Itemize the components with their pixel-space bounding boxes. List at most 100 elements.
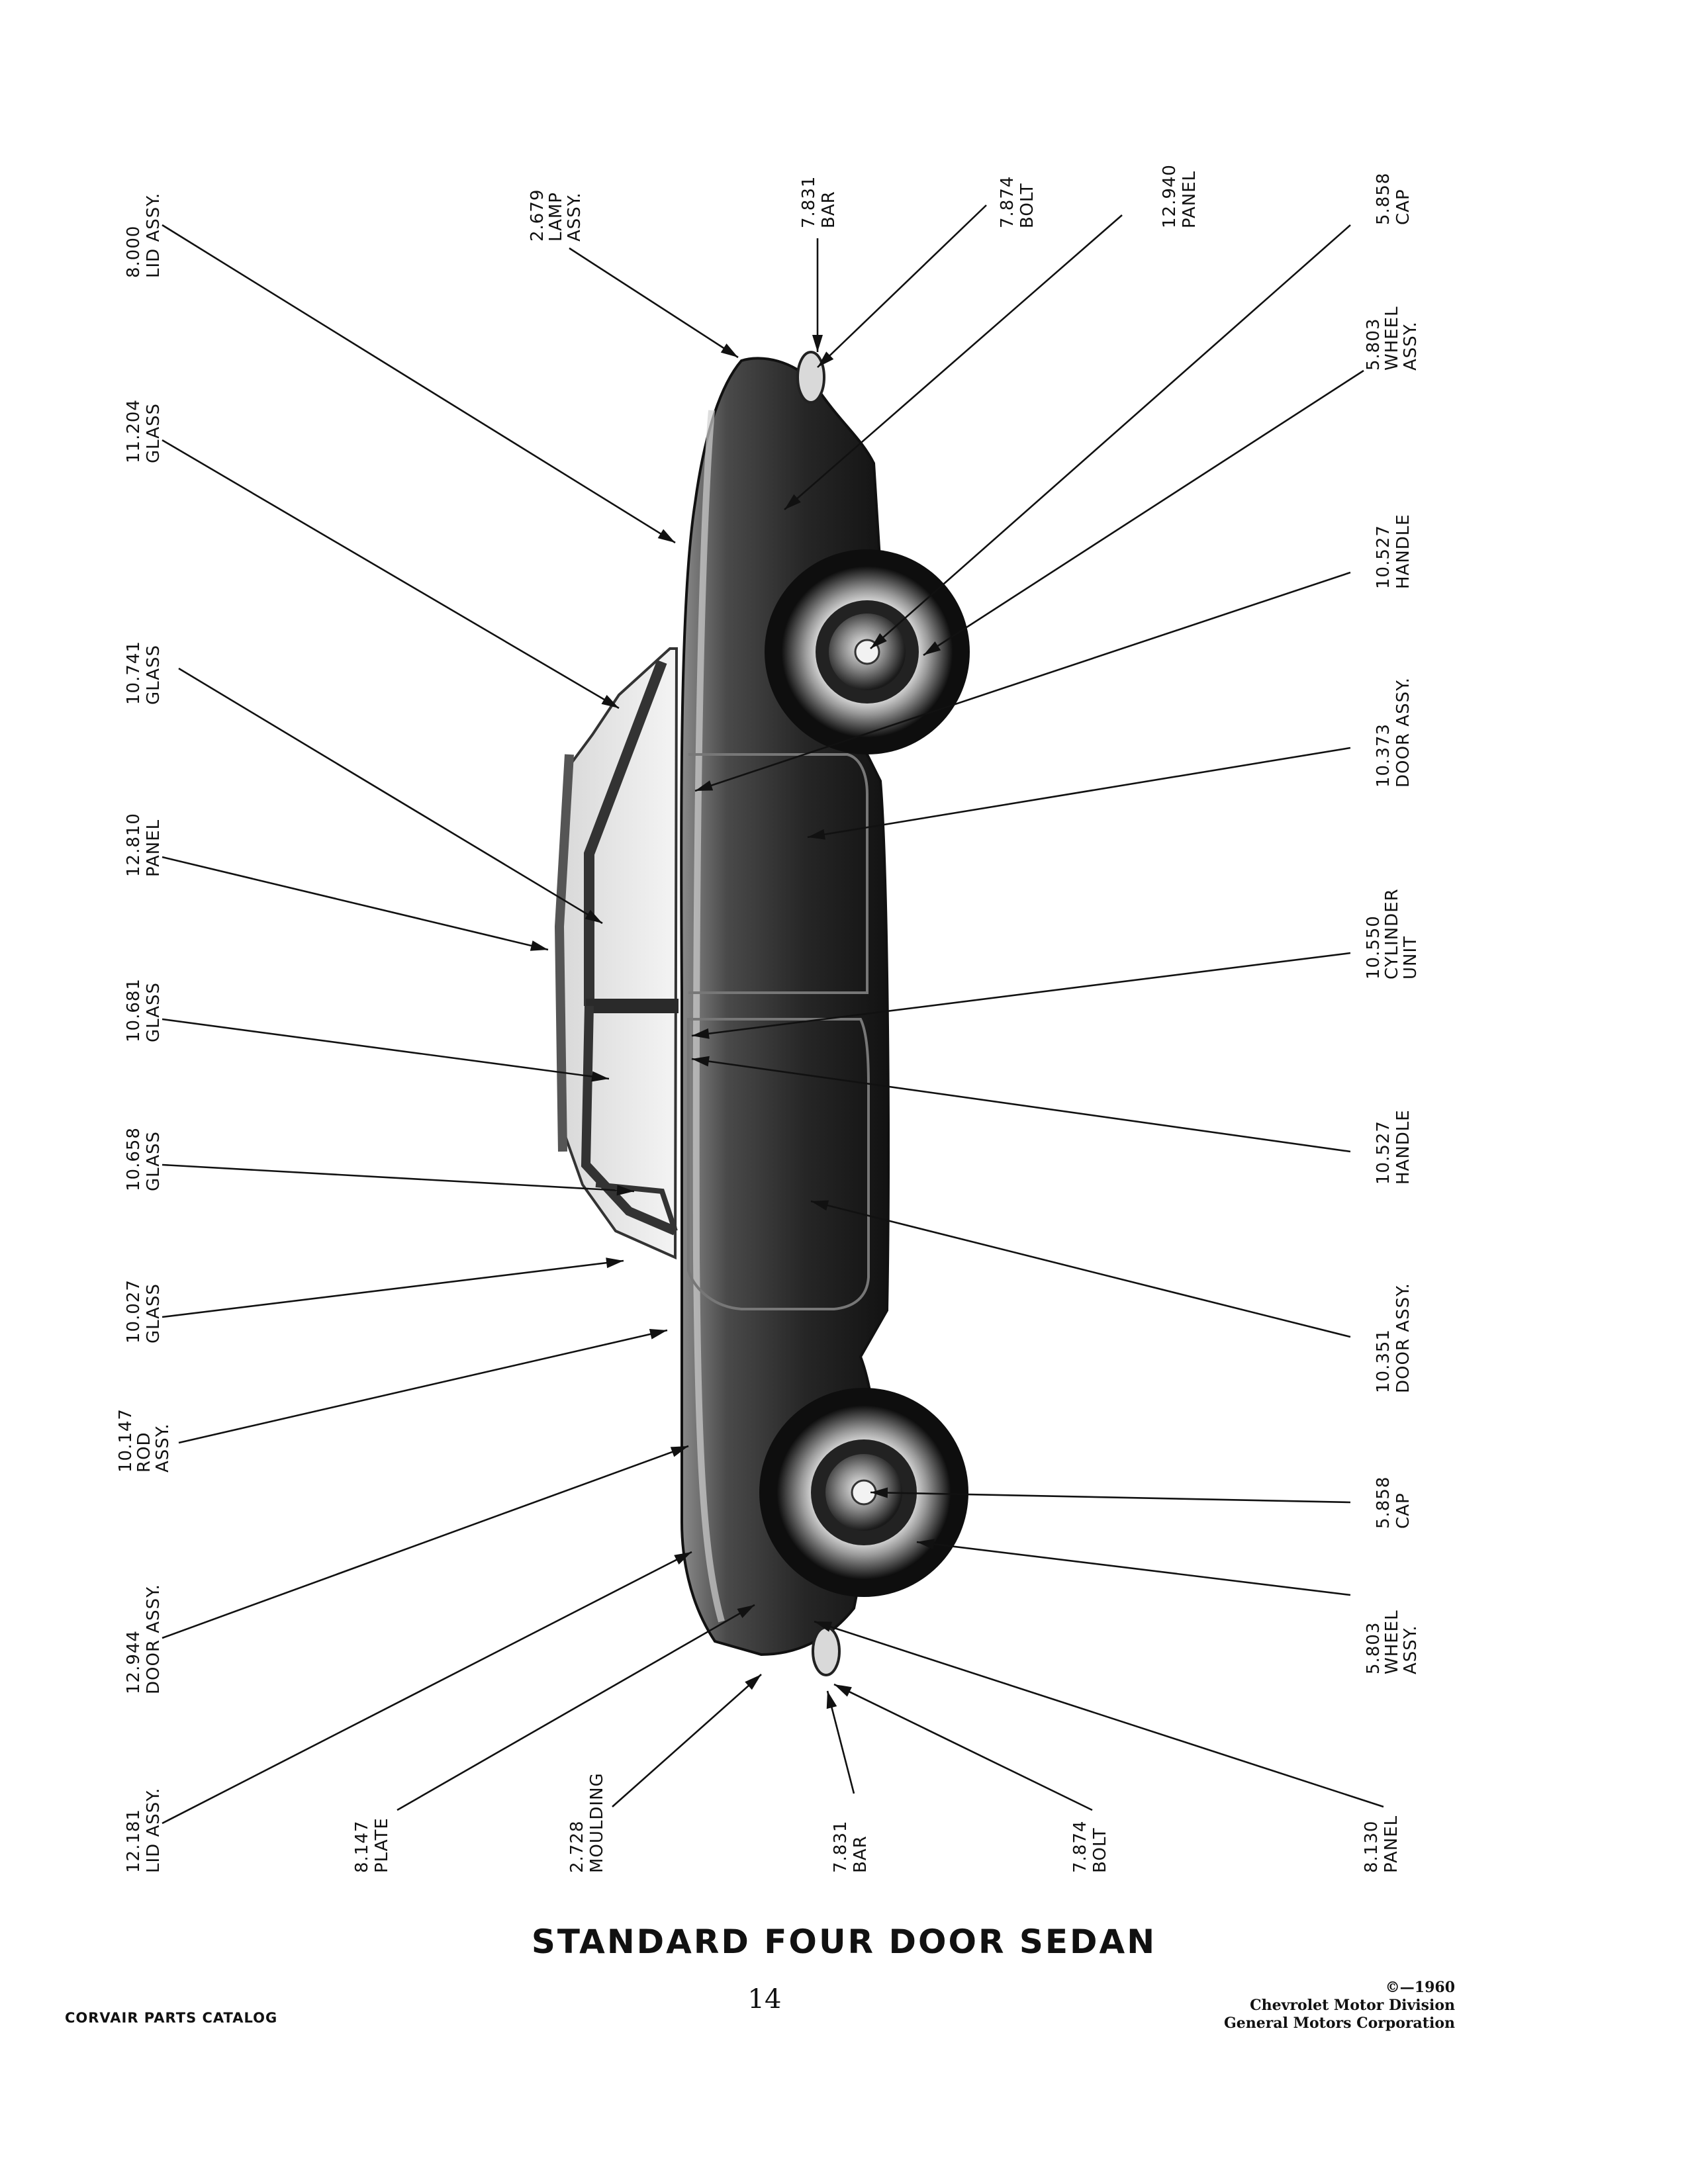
leader-c16 [569,247,739,359]
leader-c27 [870,1491,1351,1504]
callout-c02: 11.204 GLASS [124,393,164,463]
callout-c12: 2.728 MOULDING [567,1772,607,1873]
leader-c21-arrowhead [923,641,941,655]
leader-c04 [162,856,549,951]
callout-c14: 7.874 BOLT [1070,1814,1110,1873]
callout-c21: 5.803 WHEEL ASSY. [1364,300,1421,371]
leader-lines [162,205,1384,1825]
leader-c17-arrowhead [812,335,823,352]
callout-c11: 8.147 PLATE [352,1814,392,1873]
rear-bumper-bar [812,1626,841,1676]
leader-c21 [923,369,1364,657]
leader-c03 [178,667,603,925]
page-number: 14 [747,1984,782,2015]
leader-c20-arrowhead [870,633,887,649]
leader-c19-arrowhead [784,494,801,510]
callout-c24: 10.550 CYLINDER UNIT [1364,882,1421,979]
callout-c20: 5.858 CAP [1374,166,1413,225]
leader-c18-arrowhead [818,351,834,367]
rear-wheel [759,1388,968,1597]
roof-edge [554,754,574,1152]
leader-c04-arrowhead [530,940,548,951]
leader-c25 [691,1058,1351,1153]
callout-c17: 7.831 BAR [799,169,839,228]
leader-c05-arrowhead [591,1071,609,1082]
publisher-block: ©—1960 Chevrolet Motor Division General … [1224,1979,1455,2032]
callout-c22: 10.527 HANDLE [1374,514,1413,589]
front-pillar [584,660,667,1006]
leader-arrowheads [530,335,941,1709]
callout-c23: 10.373 DOOR ASSY. [1374,677,1413,788]
sedan-illustration [554,351,970,1676]
leader-c23 [807,747,1351,839]
leader-c28-arrowhead [917,1539,935,1550]
callout-c04: 12.810 PANEL [124,807,164,877]
leader-c08-arrowhead [649,1329,667,1340]
callout-c01: 8.000 LID ASSY. [124,193,164,278]
callout-c26: 10.351 DOOR ASSY. [1374,1283,1413,1393]
leader-c11 [397,1604,755,1811]
leader-c09 [162,1445,689,1639]
callout-c06: 10.658 GLASS [124,1121,164,1191]
rear-door-outline [687,1018,870,1310]
callout-c15: 8.130 PANEL [1362,1814,1401,1873]
callout-c08: 10.147 ROD ASSY. [116,1402,173,1473]
front-bumper-bar [796,351,825,404]
leader-c12 [612,1674,762,1807]
leader-c15 [814,1620,1384,1808]
leader-c11-arrowhead [737,1605,755,1618]
callout-c28: 5.803 WHEEL ASSY. [1364,1604,1421,1674]
leader-c10 [162,1551,692,1825]
leader-c05 [162,1018,610,1080]
callout-c18: 7.874 BOLT [998,169,1037,228]
leader-c20 [870,224,1351,649]
leader-c02 [162,439,620,709]
leader-c27-arrowhead [870,1487,888,1498]
callout-c03: 10.741 GLASS [124,635,164,705]
roof-and-glass [557,647,679,1260]
leader-c13 [826,1690,855,1794]
leader-c14 [833,1683,1093,1811]
callout-c27: 5.858 CAP [1374,1470,1413,1529]
leader-c16-arrowhead [720,343,738,357]
leader-c22-arrowhead [695,780,714,791]
publisher-line-1: Chevrolet Motor Division [1250,1997,1455,2014]
leader-c26-arrowhead [811,1200,829,1211]
leader-c18 [817,205,987,368]
front-wheel [765,549,970,754]
callout-c13: 7.831 BAR [831,1814,870,1873]
body-highlight [692,410,725,1623]
front-door-outline [688,753,868,994]
leader-c23-arrowhead [808,829,825,840]
callout-c10: 12.181 LID ASSY. [124,1788,164,1873]
leader-c10-arrowhead [674,1552,692,1565]
leader-c15-arrowhead [814,1621,833,1632]
leader-c12-arrowhead [745,1674,761,1690]
leader-c13-arrowhead [826,1691,837,1709]
leader-c02-arrowhead [601,694,619,708]
callout-c25: 10.527 HANDLE [1374,1109,1413,1185]
callout-c19: 12.940 PANEL [1160,158,1199,228]
leader-c01-arrowhead [657,529,675,543]
copyright-notice: ©—1960 [1385,1979,1455,1996]
leader-c01 [162,224,676,544]
publisher-line-2: General Motors Corporation [1223,2015,1455,2032]
leader-c28 [916,1541,1351,1596]
leader-c03-arrowhead [585,909,602,923]
leader-c09-arrowhead [670,1446,688,1457]
callout-c07: 10.027 GLASS [124,1273,164,1343]
leader-c24 [691,952,1351,1037]
callout-c16: 2.679 LAMP ASSY. [528,183,585,242]
leader-c19 [784,214,1123,510]
leader-c06 [162,1163,635,1193]
callout-labels: 8.000 LID ASSY. 11.204 GLASS 10.741 GLAS… [116,158,1421,1873]
leader-c22 [694,571,1351,792]
diagram-caption: STANDARD FOUR DOOR SEDAN [531,1923,1157,1961]
leader-c07-arrowhead [606,1257,624,1269]
leader-c25-arrowhead [692,1056,710,1067]
callout-c05: 10.681 GLASS [124,972,164,1042]
catalog-title: CORVAIR PARTS CATALOG [65,2010,278,2026]
leader-c14-arrowhead [834,1684,852,1697]
